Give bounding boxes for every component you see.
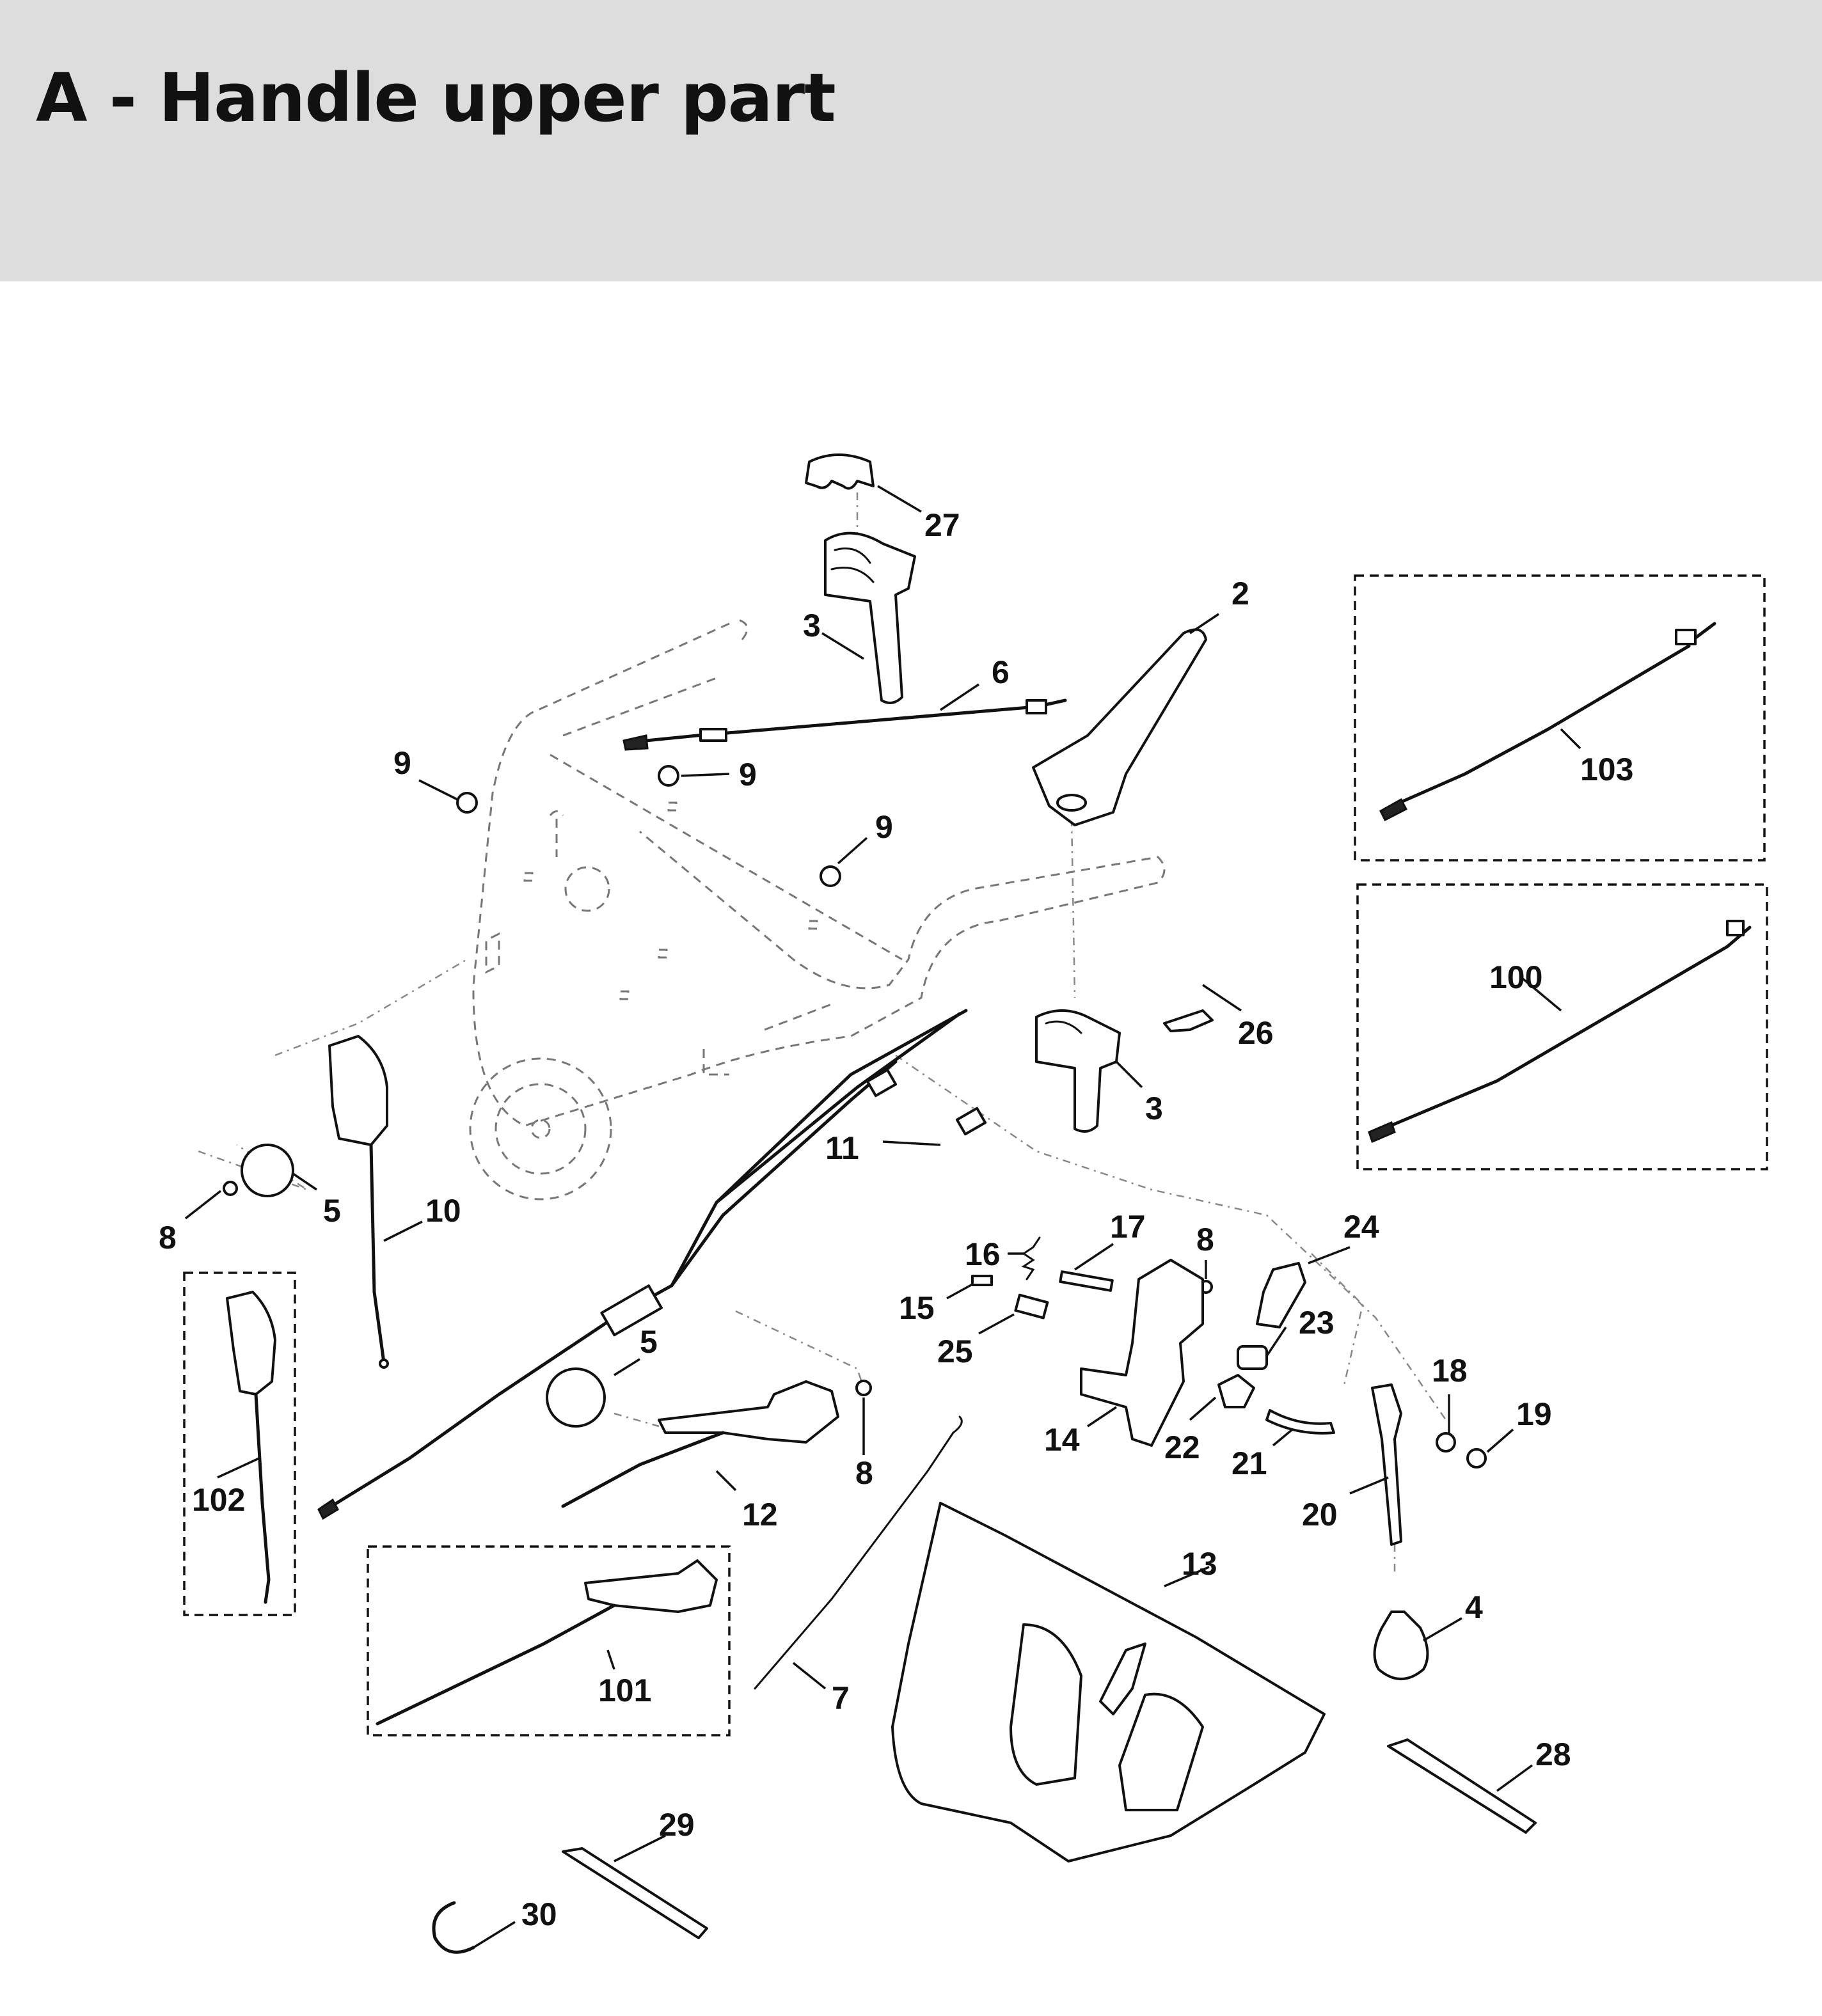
option-box-101	[367, 1545, 731, 1736]
part-26-clip	[1163, 1009, 1214, 1032]
part-30-ring	[432, 1901, 475, 1954]
callout-8-b: 8	[1196, 1222, 1214, 1257]
part-28-strap	[1387, 1738, 1537, 1834]
part-101-lever-cable	[376, 1559, 718, 1726]
part-21-tube	[1265, 1409, 1335, 1435]
part-13-cover	[891, 1502, 1326, 1862]
part-5-ball-a	[241, 1144, 294, 1197]
callout-21: 21	[1232, 1445, 1267, 1481]
callout-17: 17	[1110, 1209, 1146, 1245]
callout-27: 27	[924, 507, 960, 543]
part-9-knob-a	[456, 792, 478, 814]
callout-100: 100	[1489, 959, 1542, 995]
part-25-clamp	[1014, 1293, 1049, 1319]
callout-30: 30	[521, 1896, 557, 1932]
callout-16: 16	[965, 1236, 1001, 1272]
part-100-cable	[1368, 920, 1752, 1144]
callout-13: 13	[1182, 1546, 1217, 1582]
part-18-washer	[1436, 1432, 1456, 1453]
callout-3-lower: 3	[1145, 1091, 1163, 1126]
callout-12: 12	[742, 1497, 778, 1532]
callout-10: 10	[425, 1193, 461, 1229]
callout-19: 19	[1516, 1396, 1552, 1432]
callout-29: 29	[659, 1807, 695, 1843]
part-3-upper-lever	[824, 532, 916, 704]
part-20-rod	[1371, 1383, 1402, 1546]
handle-frame-phantom	[469, 618, 1166, 1201]
part-6-cable	[622, 698, 1067, 751]
part-8-nut-c	[855, 1380, 872, 1396]
callout-22: 22	[1164, 1429, 1200, 1465]
callout-11: 11	[825, 1130, 859, 1166]
part-103-cable	[1379, 622, 1716, 822]
part-2-lever	[1032, 628, 1207, 826]
part-4-knob	[1373, 1610, 1429, 1680]
part-22-part	[1217, 1374, 1255, 1408]
callout-24: 24	[1343, 1209, 1379, 1245]
callout-102: 102	[192, 1482, 245, 1518]
callout-2: 2	[1232, 576, 1249, 611]
callout-15: 15	[899, 1290, 935, 1326]
part-16-spring	[1021, 1236, 1041, 1280]
callout-numbers: 27 2 3 6 103 9 9 9 100 26 3 11 5 8 10 17…	[159, 507, 1633, 1932]
callout-5-a: 5	[323, 1193, 341, 1229]
part-8-nut-a	[223, 1181, 238, 1196]
part-10-bracket	[328, 1035, 389, 1369]
part-9-knob-b	[658, 765, 679, 787]
callout-25: 25	[937, 1334, 973, 1369]
part-14-bracket	[1080, 1259, 1204, 1447]
part-24-lever	[1256, 1262, 1306, 1328]
callout-18: 18	[1432, 1353, 1468, 1389]
callout-20: 20	[1302, 1497, 1338, 1532]
leader-lines	[184, 485, 1581, 1949]
part-11-y-cable	[317, 1009, 987, 1520]
callout-26: 26	[1238, 1015, 1274, 1051]
callout-7: 7	[832, 1680, 850, 1716]
option-box-100	[1356, 883, 1768, 1170]
part-3-lower-lever	[1035, 1009, 1121, 1133]
callout-4: 4	[1465, 1589, 1483, 1625]
part-17-bolt	[1059, 1270, 1114, 1292]
callout-23: 23	[1299, 1305, 1335, 1341]
callout-3-upper: 3	[803, 608, 821, 643]
option-box-102	[183, 1272, 296, 1616]
callout-103: 103	[1580, 752, 1633, 787]
callout-9-c: 9	[875, 809, 893, 845]
part-29-strap	[562, 1847, 708, 1939]
callout-9-b: 9	[739, 757, 757, 792]
part-27-cap	[805, 453, 875, 490]
part-7-spring-cable	[754, 1415, 963, 1690]
part-5-ball-b	[546, 1367, 606, 1428]
page-title: A - Handle upper part	[36, 59, 836, 137]
header-bar: A - Handle upper part	[0, 0, 1822, 281]
callout-9-a: 9	[393, 745, 411, 781]
callout-5-b: 5	[640, 1324, 658, 1360]
part-9-knob-c	[820, 865, 841, 887]
callout-14: 14	[1044, 1422, 1080, 1458]
part-15-screw	[971, 1275, 993, 1286]
callout-101: 101	[598, 1673, 651, 1708]
callout-28: 28	[1535, 1736, 1571, 1772]
callout-8-a: 8	[159, 1220, 177, 1256]
part-12-lever-cable	[561, 1380, 839, 1508]
part-102-bracket	[226, 1291, 276, 1604]
callout-6: 6	[992, 654, 1010, 690]
part-23-bushing	[1237, 1345, 1268, 1370]
option-box-103	[1354, 574, 1766, 862]
callout-8-c: 8	[855, 1455, 873, 1491]
part-19-nut	[1466, 1448, 1487, 1469]
